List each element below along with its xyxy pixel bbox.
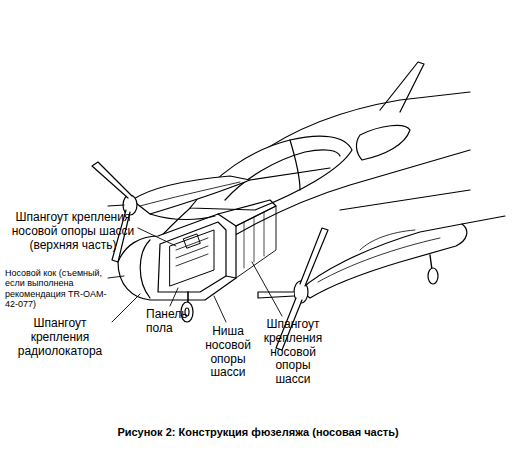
part-label: Шпангоут крепления радиолокатора (4, 317, 116, 358)
figure-caption: Рисунок 2: Конструкция фюзеляжа (носовая… (0, 426, 516, 438)
part-label: Носовой кок (съемный, если выполнена рек… (5, 268, 109, 309)
part-label: Панель пола (146, 308, 198, 336)
part-label: Шпангоут крепления носовой опоры шасси (258, 318, 328, 387)
leader-lines (108, 228, 282, 322)
part-label: Ниша носовой опоры шасси (198, 325, 258, 380)
part-label: Шпангоут крепления носовой опоры шасси (… (2, 211, 144, 252)
